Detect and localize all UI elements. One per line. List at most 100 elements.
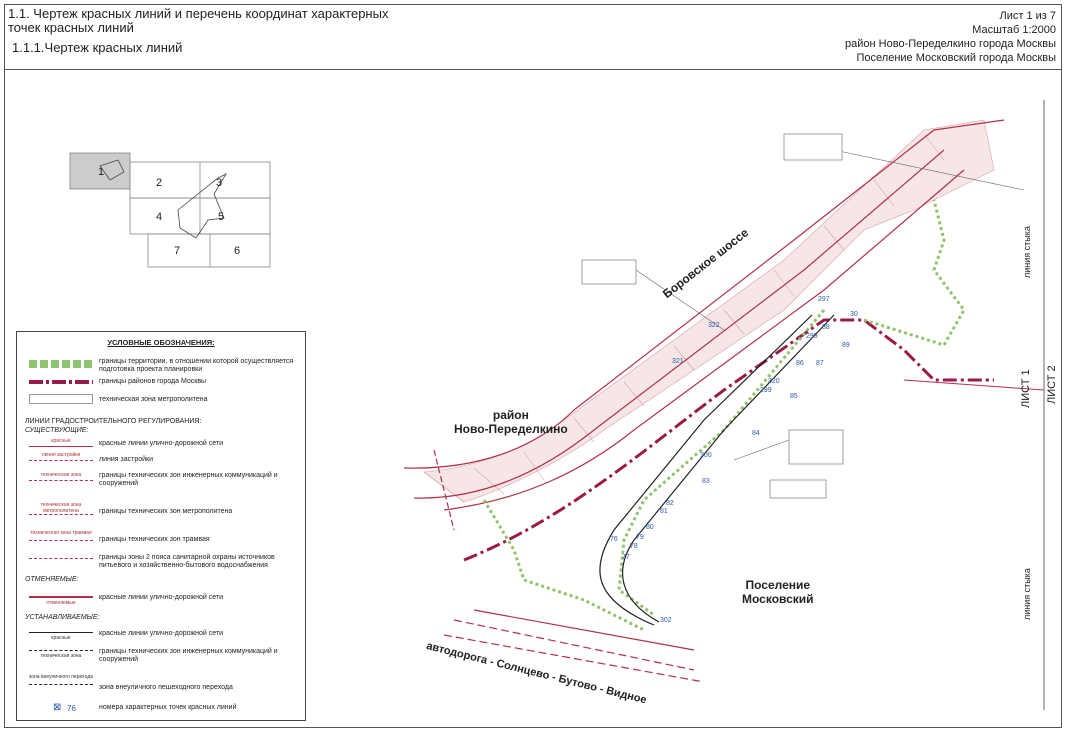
swatch-red-lines — [29, 446, 93, 447]
settlement-name: Поселение Московский города Москвы — [856, 52, 1056, 64]
swatch-caption: отменяемые — [46, 600, 76, 606]
point-label: 77 — [622, 554, 630, 561]
swatch-caption: техническая зона метрополитена — [40, 502, 82, 514]
swatch-territory — [29, 360, 93, 368]
swatch-pedestrian — [29, 684, 93, 685]
legend: УСЛОВНЫЕ ОБОЗНАЧЕНИЯ: границы территории… — [16, 331, 306, 721]
red-lines-map: 1 2 3 4 5 6 7 — [69, 100, 1045, 710]
legend-section: ЛИНИИ ГРАДОСТРОИТЕЛЬНОГО РЕГУЛИРОВАНИЯ: — [25, 418, 202, 425]
swatch-caption: красные — [51, 438, 71, 444]
key-sheet-1: 1 — [98, 166, 104, 178]
point-label: 83 — [702, 478, 710, 485]
point-sample: 76 — [67, 704, 76, 713]
point-label: 299 — [760, 387, 772, 394]
legend-item: зона внеуличного пешеходного перехода — [99, 684, 233, 691]
point-label: 81 — [660, 508, 668, 515]
swatch-caption: линия застройки — [41, 452, 81, 458]
sheet-2-label: ЛИСТ 2 — [1046, 365, 1058, 404]
swatch-sanitary — [29, 558, 93, 559]
swatch-tram — [29, 540, 93, 541]
legend-item: линия застройки — [99, 456, 153, 463]
legend-item: границы технических зон инженерных комму… — [99, 648, 278, 663]
point-label: 297 — [818, 296, 830, 303]
settlement-label-line1: Поселение — [745, 578, 811, 592]
legend-item: номера характерных точек красных линий — [99, 704, 237, 711]
key-sheet-6: 6 — [234, 245, 240, 257]
key-sheet-4: 4 — [156, 211, 162, 223]
swatch-new-red — [29, 632, 93, 633]
established-red-lines — [599, 314, 835, 626]
legend-item: красные линии улично-дорожной сети — [99, 440, 224, 447]
point-label: 76 — [610, 536, 618, 543]
legend-section: ОТМЕНЯЕМЫЕ: — [25, 576, 79, 583]
metro-zone-hatch — [423, 119, 995, 503]
sheet-number: Лист 1 из 7 — [999, 10, 1057, 22]
point-label: 79 — [636, 534, 644, 541]
district-label: район Ново-Переделкино — [454, 408, 568, 436]
point-label: 86 — [796, 360, 804, 367]
swatch-cancel — [29, 596, 93, 598]
legend-section: УСТАНАВЛИВАЕМЫЕ: — [25, 614, 100, 621]
point-label: 300 — [700, 452, 712, 459]
swatch-districts — [29, 380, 93, 384]
existing-red-lines — [403, 119, 1045, 683]
swatch-new-eng — [29, 650, 93, 651]
legend-item: границы территории, в отношении которой … — [99, 358, 294, 373]
swatch-eng — [29, 480, 93, 481]
key-sheet-7: 7 — [174, 245, 180, 257]
swatch-metro — [29, 514, 93, 515]
legend-item: границы зоны 2 пояса санитарной охраны и… — [99, 554, 275, 569]
territory-boundary — [482, 199, 966, 632]
point-label: 298 — [806, 333, 818, 340]
legend-item: красные линии улично-дорожной сети — [99, 594, 224, 601]
point-label: 85 — [790, 393, 798, 400]
key-map — [69, 152, 271, 268]
drawing-sheet — [4, 4, 1062, 728]
point-label: 321 — [672, 358, 684, 365]
swatch-caption: техническая зона — [40, 472, 82, 478]
point-label: 80 — [646, 524, 654, 531]
document-subtitle: 1.1.1.Чертеж красных линий — [12, 40, 183, 55]
point-label: 322 — [708, 322, 720, 329]
settlement-label-line2: Московский — [742, 592, 814, 606]
point-label: 30 — [850, 311, 858, 318]
legend-item: границы районов города Москвы — [99, 378, 207, 385]
point-label: 78 — [630, 543, 638, 550]
document-title-cont: точек красных линий — [8, 20, 134, 35]
point-label: 87 — [816, 360, 824, 367]
legend-section: СУЩЕСТВУЮЩИЕ: — [25, 427, 89, 434]
legend-item: техническая зона метрополитена — [99, 396, 208, 403]
document-title: 1.1. Чертеж красных линий и перечень коо… — [8, 6, 389, 21]
district-label-line1: район — [492, 408, 529, 422]
swatch-caption: техническая зона трамвая — [30, 530, 92, 536]
swatch-caption: техническая зона — [40, 653, 82, 659]
scale-label: Масштаб 1:2000 — [972, 24, 1056, 36]
swatch-caption: зона внеуличного перехода — [29, 674, 93, 680]
point-marker-icon: ⊠ — [53, 702, 62, 713]
point-label: 89 — [842, 342, 850, 349]
key-sheet-2: 2 — [156, 177, 162, 189]
legend-item: границы технических зон метрополитена — [99, 508, 233, 515]
legend-item: границы технических зон инженерных комму… — [99, 472, 278, 487]
district-name: район Ново-Переделкино города Москвы — [845, 38, 1056, 50]
point-label: 88 — [822, 324, 830, 331]
key-sheet-5: 5 — [218, 211, 224, 223]
swatch-building — [29, 460, 93, 461]
settlement-label: Поселение Московский — [742, 578, 814, 606]
point-label: 84 — [752, 430, 760, 437]
point-label: 302 — [660, 617, 672, 624]
legend-item: границы технических зон трамвая — [99, 536, 210, 543]
key-sheet-3: 3 — [216, 177, 222, 189]
swatch-caption: красные — [51, 635, 71, 641]
sheet-1-label: ЛИСТ 1 — [1020, 369, 1032, 408]
swatch-metro-zone — [29, 394, 93, 404]
point-label: 320 — [768, 378, 780, 385]
join-line-top-label: линия стыка — [1022, 226, 1032, 278]
title-block — [4, 4, 1062, 70]
legend-item: красные линии улично-дорожной сети — [99, 630, 224, 637]
district-border — [463, 318, 994, 562]
point-label: 82 — [666, 500, 674, 507]
callouts — [581, 133, 1025, 499]
territory-boundary-inner — [617, 309, 826, 617]
join-line-bottom-label: линия стыка — [1022, 568, 1032, 620]
